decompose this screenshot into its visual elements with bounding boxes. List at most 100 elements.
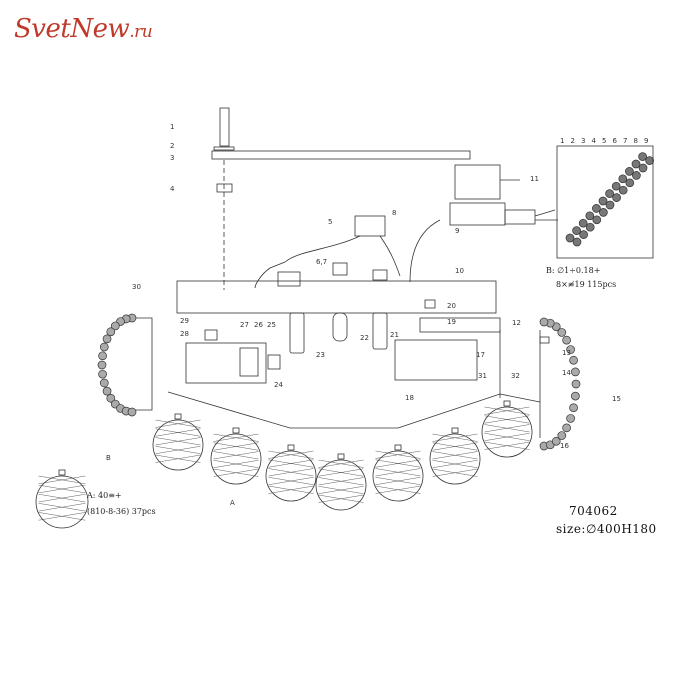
bead — [110, 321, 120, 331]
crystal-balls — [152, 400, 533, 511]
bead — [585, 222, 595, 232]
bead — [572, 226, 581, 235]
spec-b-line1: B: ∅1÷0.18+ — [546, 266, 600, 275]
nut-group — [332, 262, 348, 276]
callout-14: 14 — [562, 369, 571, 377]
bead — [127, 407, 137, 417]
crystal-ball — [152, 419, 204, 471]
ball-cap — [503, 400, 511, 407]
strip-number: 3 — [581, 137, 585, 145]
callout-22: 22 — [360, 334, 369, 342]
transformer-right — [394, 339, 478, 381]
bead — [632, 171, 641, 180]
model-number: 704062 — [569, 504, 618, 518]
bead — [618, 174, 628, 184]
callout-32: 32 — [511, 372, 520, 380]
bead — [569, 355, 578, 365]
bead — [557, 328, 567, 337]
wires — [254, 219, 441, 289]
bead — [562, 423, 571, 433]
small-block-24 — [267, 354, 281, 370]
callout-18: 18 — [405, 394, 414, 402]
base-plate — [176, 280, 497, 314]
post-22 — [332, 312, 348, 342]
bead — [102, 334, 112, 344]
callout-29: 29 — [180, 317, 189, 325]
bead — [612, 193, 621, 202]
bead — [106, 327, 116, 337]
ball-cap — [394, 444, 402, 451]
bead-holder-left — [128, 317, 153, 411]
bead — [611, 181, 621, 191]
callout-26: 26 — [254, 321, 263, 329]
bead — [539, 317, 549, 327]
bead — [97, 360, 107, 370]
callout-11: 11 — [530, 175, 539, 183]
bead — [551, 436, 561, 446]
ball-cap — [287, 444, 295, 451]
bead — [579, 230, 588, 239]
strip-number: 8 — [634, 137, 638, 145]
bead-strip-box — [556, 145, 654, 259]
bead — [625, 178, 635, 188]
terminal-block — [449, 202, 506, 226]
crystal-ball — [210, 433, 262, 485]
callout-23: 23 — [316, 351, 325, 359]
bead — [592, 215, 602, 225]
bead — [569, 403, 578, 413]
callout-13: 13 — [562, 349, 571, 357]
transformer-left — [185, 342, 267, 384]
bead — [102, 386, 112, 396]
washer-part — [213, 146, 235, 151]
bead — [98, 351, 107, 361]
post-23 — [289, 312, 305, 354]
screw-20 — [424, 299, 436, 309]
callout-10: 10 — [455, 267, 464, 275]
callout-8: 8 — [392, 209, 396, 217]
bead — [625, 167, 634, 176]
bead — [592, 204, 601, 213]
crystal-ball — [265, 450, 317, 502]
crystal-ball — [429, 433, 481, 485]
bead-strand-left — [97, 313, 137, 417]
bead — [599, 208, 608, 217]
bead — [578, 218, 588, 228]
callout-28: 28 — [180, 330, 189, 338]
strip-number: 1 — [560, 137, 564, 145]
bead — [605, 200, 615, 210]
strip-number: 2 — [571, 137, 575, 145]
callout-12: 12 — [512, 319, 521, 327]
brand-tld: .ru — [129, 22, 153, 42]
bead — [638, 152, 647, 161]
bead — [571, 379, 581, 389]
ball-cap — [174, 413, 182, 420]
size-spec: size:∅400H180 — [556, 522, 657, 536]
brand-logo: SvetNew.ru — [14, 14, 153, 44]
bead — [585, 211, 595, 221]
brand-name: SvetNew — [14, 14, 130, 44]
bead — [566, 345, 575, 354]
callout-21: 21 — [390, 331, 399, 339]
bead — [99, 342, 109, 352]
bead — [605, 189, 614, 198]
callout-31: 31 — [478, 372, 487, 380]
callout-24: 24 — [274, 381, 283, 389]
bead — [571, 391, 580, 401]
callout-25: 25 — [267, 321, 276, 329]
crystal-ball — [315, 459, 367, 511]
bead — [106, 393, 116, 403]
ball-cap — [337, 453, 345, 460]
chain-frame — [167, 391, 541, 429]
callout-19: 19 — [447, 318, 456, 326]
callout-30: 30 — [132, 283, 141, 291]
spec-a-line1: A: 40≡+ — [86, 491, 122, 500]
terminal-housing — [504, 209, 536, 225]
callout-20: 20 — [447, 302, 456, 310]
bead — [618, 185, 628, 195]
callout-1: 1 — [170, 123, 174, 131]
ball-cap — [451, 427, 459, 434]
bead — [631, 159, 641, 169]
crystal-ball — [481, 406, 533, 458]
label-b: B — [106, 454, 111, 462]
